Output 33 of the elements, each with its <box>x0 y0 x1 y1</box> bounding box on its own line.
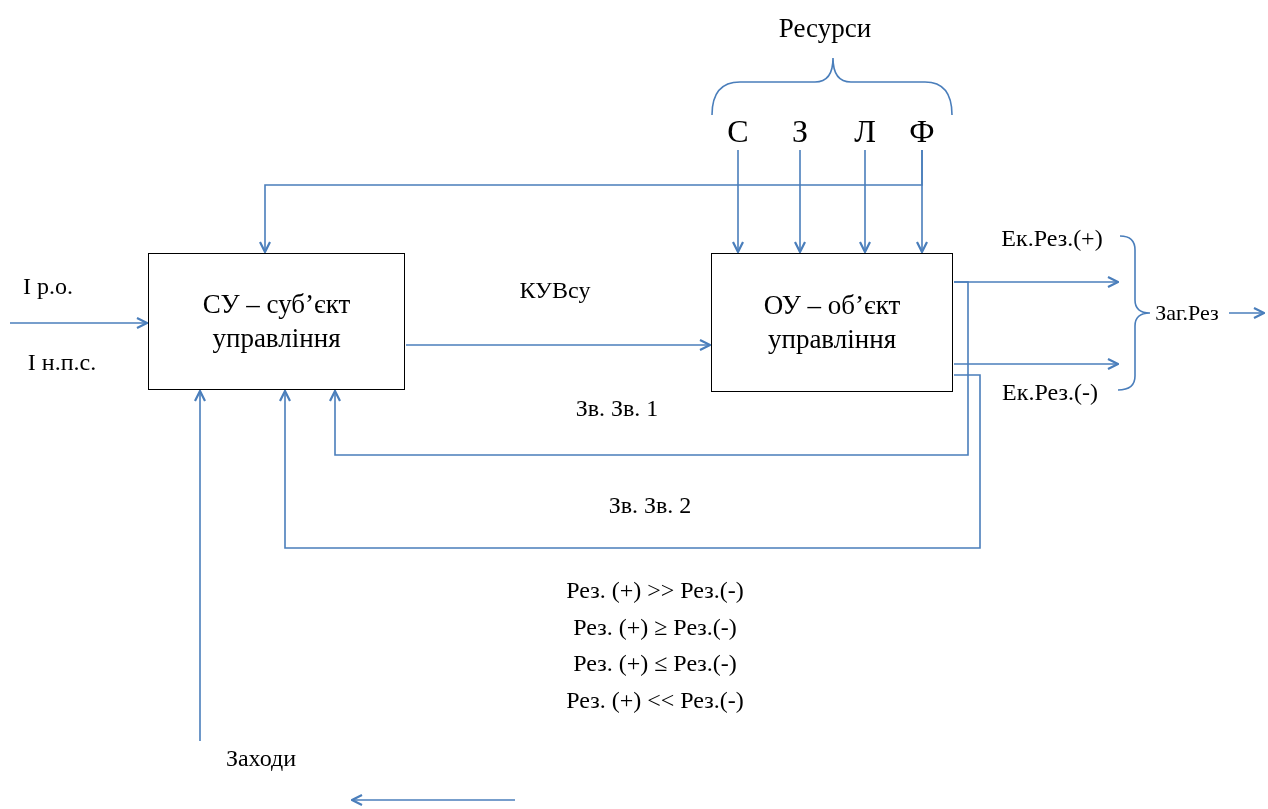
arrow <box>858 149 872 254</box>
node-label: С <box>722 113 754 149</box>
edge-label: КУВсу <box>519 276 591 304</box>
arrow <box>405 338 712 352</box>
group-label: Ресурси <box>778 12 872 44</box>
arrow <box>1228 306 1266 320</box>
edge-label: Ек.Рез.(+) <box>1001 224 1103 252</box>
arrow <box>793 149 807 254</box>
node-label: Заходи <box>198 742 324 774</box>
condition-text: Рез. (+) ≥ Рез.(-) <box>573 613 737 641</box>
node-label: З <box>784 113 816 149</box>
condition-text: Рез. (+) ≤ Рез.(-) <box>573 649 737 677</box>
edge-label: Зв. Зв. 2 <box>608 491 692 519</box>
signal-label: I н.п.с. <box>27 348 97 376</box>
node-label: Ф <box>905 113 939 149</box>
arrow <box>9 316 149 330</box>
condition-text: Рез. (+) << Рез.(-) <box>566 686 744 714</box>
node-label: Л <box>849 113 881 149</box>
box-text: ОУ – об’єкт управління <box>762 288 902 356</box>
condition-text: Рез. (+) >> Рез.(-) <box>566 576 744 604</box>
arrow <box>731 149 745 254</box>
edge-label: Зв. Зв. 1 <box>575 394 659 422</box>
process-box <box>148 253 405 390</box>
signal-label: I р.о. <box>23 272 73 300</box>
box-text: СУ – суб’єкт управління <box>201 287 352 355</box>
arrow <box>328 281 969 456</box>
arrow <box>278 374 981 549</box>
edge-label: Ек.Рез.(-) <box>1002 378 1098 406</box>
arrow <box>258 149 923 254</box>
arrow <box>193 389 207 742</box>
arrow <box>953 357 1120 371</box>
node-label: Заг.Рез <box>1146 298 1228 328</box>
process-box <box>711 253 953 392</box>
